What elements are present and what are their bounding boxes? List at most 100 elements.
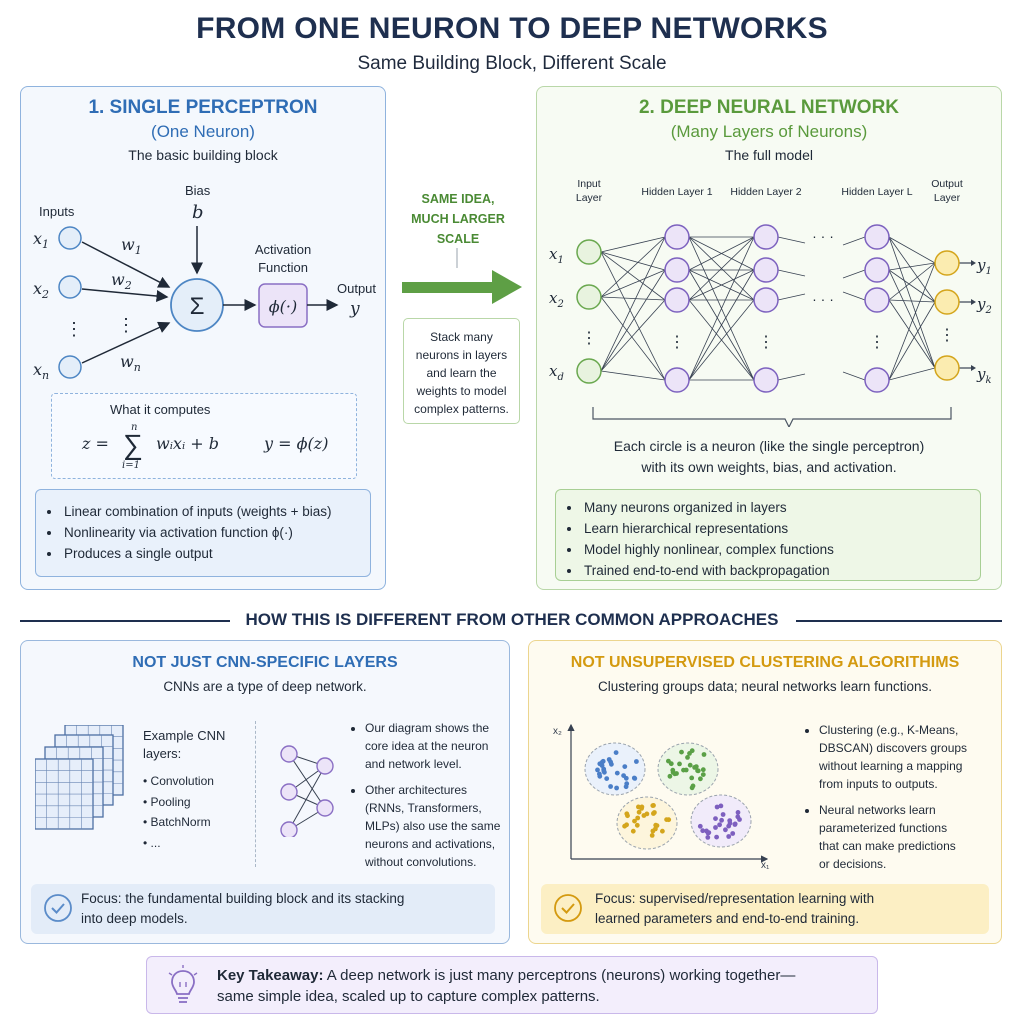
middle-label-line: SAME IDEA, [421,192,495,206]
layer-label-h1: Hidden Layer 1 [641,186,712,198]
sigma-symbol: ∑ [123,429,143,460]
brace [592,407,952,427]
neuron [864,287,890,313]
sum-symbol: Σ [190,293,205,320]
network-edge [600,296,666,301]
formula-sum-bottom: i=1 [122,460,140,471]
inputs-label: Inputs [39,204,75,219]
cluster-point [705,830,711,836]
cluster-point [698,776,703,782]
cluster-point [683,767,689,773]
cluster-point [713,825,718,830]
formula-y: y = ϕ(z) [263,434,328,453]
bullet: Trained end-to-end with backpropagation [582,560,972,581]
section-divider [796,620,1002,622]
cnn-subtitle: CNNs are a type of deep network. [163,679,367,694]
cluster-point [730,831,736,836]
network-edge [842,291,866,301]
network-edge [600,236,666,253]
cluster-panel: NOT UNSUPERVISED CLUSTERING ALGORITHIMS … [528,640,1002,944]
cluster-point [608,784,613,789]
cluster-point [685,755,690,760]
section-divider [20,620,230,622]
formula-sum-top: n [131,422,137,433]
ellipsis: ⋮ [117,315,135,335]
perceptron-panel: 1. SINGLE PERCEPTRON (One Neuron) The ba… [20,86,386,590]
cluster-point [727,818,733,823]
network-edge [777,373,806,381]
cluster-point [723,827,728,833]
network-edge [888,236,936,303]
cluster-point [668,761,674,767]
cluster-point [600,758,606,764]
cnn-layer-item: • Pooling [143,794,191,809]
cluster-point [726,834,732,839]
cluster-point [670,770,676,775]
deep-bullets: Many neurons organized in layers Learn h… [555,489,981,581]
cnn-note: Other architectures(RNNs, Transformers,M… [365,781,507,871]
cluster-point [614,785,619,791]
cluster-point [664,817,669,822]
neuron [864,257,890,283]
ellipsis: · · · [812,228,834,244]
input-node [58,275,82,299]
cluster-focus: Focus: supervised/representation learnin… [541,884,989,934]
network-edge [600,236,666,372]
neuron [753,224,779,250]
neuron [864,367,890,393]
neuron [664,224,690,250]
bias-label: Bias [185,183,211,198]
neuron [664,287,690,313]
ellipsis: ⋮ [758,334,774,351]
cluster-point [726,823,732,829]
network-edge [600,296,666,381]
takeaway-text: Key Takeaway: A deep network is just man… [217,965,867,1007]
input-x2: x2 [33,279,49,301]
dnn-input-x2: x2 [549,289,564,310]
cnn-title: NOT JUST CNN-SPECIFIC LAYERS [132,654,398,671]
neuron [576,284,602,310]
cluster-point [717,822,722,828]
focus-text: Focus: supervised/representation learnin… [595,891,875,906]
cluster-point [689,785,695,791]
page-title: FROM ONE NEURON TO DEEP NETWORKS [196,12,828,45]
dnn-input-xd: xd [549,362,564,383]
cluster-point [695,768,701,774]
deep-title: 2. DEEP NEURAL NETWORK [638,97,900,118]
network-edge [888,269,936,303]
deep-note-line: Each circle is a neuron (like the single… [613,438,925,454]
output-symbol: y [349,299,360,319]
network-edge [688,236,755,301]
cluster-point [713,816,718,821]
network-edge [888,262,936,381]
formula: z = ∑ n i=1 wᵢxᵢ + b y = ϕ(z) [81,422,328,471]
cluster-point [649,833,655,838]
perceptron-subtitle: (One Neuron) [151,122,255,141]
network-edge [888,262,936,301]
cluster-point [735,810,741,815]
neuron [864,224,890,250]
network-edge [888,262,936,271]
note-line: and learn the [426,366,497,380]
network-edge [777,236,806,244]
network-edge [842,371,866,381]
output-label: Output [337,281,376,296]
network-edge [688,299,755,381]
scale-arrow [402,248,522,304]
cluster-plot: x₂ x₁ [553,723,770,869]
activation-label: Activation [255,242,311,257]
middle-label-line: SCALE [436,232,480,246]
cluster-point [737,817,742,822]
bias-symbol: b [192,202,204,223]
network-diagram: Input Layer Hidden Layer 1 Hidden Layer … [549,178,992,427]
network-edge [842,236,866,246]
check-circle-icon [44,894,72,922]
note-line: Stack many [430,330,493,344]
neuron [934,289,960,315]
perceptron-diagram: Inputs Bias b x1 x2 ⋮ ⋮ xn w1 w2 wn Σ Ac… [33,183,376,382]
neuron [753,287,779,313]
layer-label-output: Output [931,178,963,190]
cluster-point [700,772,706,777]
cluster-point [624,781,630,787]
cluster-point [630,828,636,834]
